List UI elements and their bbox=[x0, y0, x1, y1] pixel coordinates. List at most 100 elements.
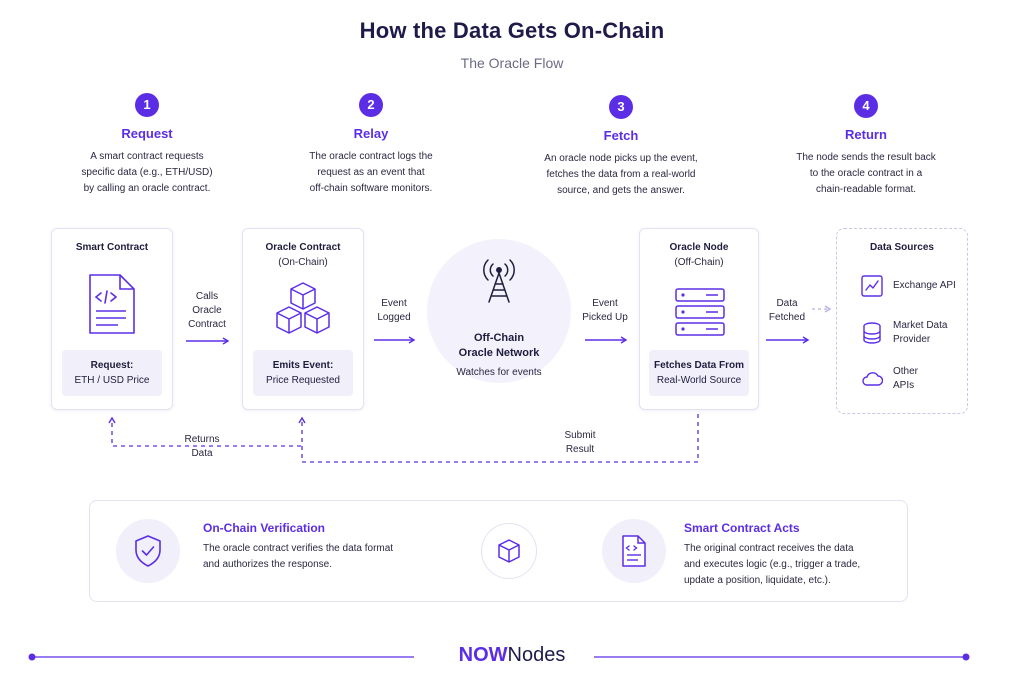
verification-line: and authorizes the response. bbox=[203, 559, 332, 570]
label-event-picked: Event Picked Up bbox=[574, 297, 636, 325]
footer-dot-left bbox=[28, 653, 36, 661]
verification-desc: The oracle contract verifies the data fo… bbox=[203, 541, 463, 573]
oracle-network-circle: Off-Chain Oracle Network Watches for eve… bbox=[427, 239, 571, 383]
antenna-tower-icon bbox=[483, 259, 515, 303]
label-line: Calls bbox=[195, 291, 219, 302]
step-number-2: 2 bbox=[359, 93, 383, 117]
source-label-line: Market Data bbox=[893, 320, 948, 331]
acts-line: The original contract receives the data bbox=[684, 543, 854, 554]
oracle-contract-title: Oracle Contract bbox=[265, 242, 341, 253]
shield-badge bbox=[116, 519, 180, 583]
label-submit-result: Submit Result bbox=[552, 429, 608, 457]
step-fetch: 3 Fetch An oracle node picks up the even… bbox=[516, 95, 726, 199]
acts-desc: The original contract receives the data … bbox=[684, 541, 894, 589]
step-title-relay: Relay bbox=[353, 126, 389, 141]
step-number-4: 4 bbox=[854, 94, 878, 118]
label-line: Logged bbox=[377, 312, 411, 323]
network-sub: Watches for events bbox=[456, 367, 542, 378]
step-number-3: 3 bbox=[609, 95, 633, 119]
pill-value: ETH / USD Price bbox=[74, 375, 150, 386]
acts-text: Smart Contract Acts The original contrac… bbox=[684, 521, 894, 589]
oracle-contract-card: Oracle Contract (On-Chain) Emits Event: … bbox=[242, 228, 364, 410]
step-desc-relay: The oracle contract logs the request as … bbox=[266, 149, 476, 197]
verification-line: The oracle contract verifies the data fo… bbox=[203, 543, 394, 554]
cubes-icon bbox=[276, 282, 330, 334]
pill-label: Request: bbox=[90, 360, 134, 371]
verification-panel: On-Chain Verification The oracle contrac… bbox=[89, 500, 908, 602]
brand-nodes: Nodes bbox=[507, 644, 566, 666]
step-desc-line: to the oracle contract in a bbox=[809, 168, 923, 179]
step-desc-line: chain-readable format. bbox=[815, 184, 917, 195]
verification-title: On-Chain Verification bbox=[203, 521, 326, 535]
label-line: Event bbox=[592, 298, 618, 309]
label-returns-data: Returns Data bbox=[172, 433, 232, 461]
footer-dot-right bbox=[962, 653, 970, 661]
acts-line: update a position, liquidate, etc.). bbox=[684, 575, 831, 586]
pill-value: Price Requested bbox=[266, 375, 340, 386]
step-request: 1 Request A smart contract requests spec… bbox=[42, 93, 252, 197]
step-return: 4 Return The node sends the result back … bbox=[761, 94, 971, 198]
label-data-fetched: Data Fetched bbox=[758, 297, 816, 325]
step-desc-line: The oracle contract logs the bbox=[309, 151, 433, 162]
step-number-1: 1 bbox=[135, 93, 159, 117]
acts-line: and executes logic (e.g., trigger a trad… bbox=[684, 559, 861, 570]
code-document-icon bbox=[89, 274, 135, 334]
oracle-node-card: Oracle Node (Off-Chain) Fetches Data Fro… bbox=[639, 228, 759, 410]
source-exchange-api: Exchange API bbox=[861, 275, 956, 297]
label-line: Picked Up bbox=[582, 312, 628, 323]
step-relay: 2 Relay The oracle contract logs the req… bbox=[266, 93, 476, 197]
source-label: Market Data Provider bbox=[893, 319, 947, 347]
label-calls: Calls Oracle Contract bbox=[182, 290, 232, 332]
label-line: Data bbox=[776, 298, 798, 309]
document-badge bbox=[602, 519, 666, 583]
brand-logo: NOWNodes bbox=[0, 644, 1024, 667]
source-label-line: Exchange API bbox=[893, 280, 956, 291]
smart-contract-title: Smart Contract bbox=[75, 242, 149, 253]
step-title-fetch: Fetch bbox=[603, 128, 639, 143]
oracle-contract-sub: (On-Chain) bbox=[278, 257, 328, 268]
source-label-line: APIs bbox=[893, 380, 915, 391]
source-label: Other APIs bbox=[893, 365, 918, 393]
step-desc-request: A smart contract requests specific data … bbox=[42, 149, 252, 197]
cube-badge bbox=[481, 523, 537, 579]
data-sources-title: Data Sources bbox=[870, 242, 934, 253]
pill-value: Real-World Source bbox=[656, 375, 742, 386]
line-submit-result bbox=[298, 414, 699, 463]
step-desc-line: by calling an oracle contract. bbox=[83, 183, 211, 194]
footer-rules bbox=[28, 653, 970, 661]
step-desc-line: source, and gets the answer. bbox=[557, 185, 685, 196]
step-desc-line: A smart contract requests bbox=[90, 151, 204, 162]
cloud-icon bbox=[862, 372, 883, 386]
emits-event-pill: Emits Event: Price Requested bbox=[253, 350, 353, 396]
code-document-icon bbox=[622, 535, 646, 567]
label-line: Submit bbox=[564, 430, 596, 441]
label-line: Fetched bbox=[768, 312, 806, 323]
step-desc-fetch: An oracle node picks up the event, fetch… bbox=[516, 151, 726, 199]
page-subtitle: The Oracle Flow bbox=[460, 55, 564, 71]
source-label-line: Other bbox=[893, 366, 919, 377]
request-pill: Request: ETH / USD Price bbox=[62, 350, 162, 396]
label-line: Oracle bbox=[192, 305, 222, 316]
step-desc-line: request as an event that bbox=[317, 167, 425, 178]
step-desc-line: off-chain software monitors. bbox=[309, 183, 433, 194]
source-other-apis: Other APIs bbox=[861, 365, 918, 393]
brand-now: NOW bbox=[458, 644, 508, 666]
server-stack-icon bbox=[675, 288, 725, 336]
network-title-line: Oracle Network bbox=[458, 347, 540, 359]
cube-icon bbox=[498, 539, 520, 563]
pill-label: Emits Event: bbox=[272, 360, 334, 371]
label-line: Result bbox=[565, 444, 595, 455]
step-desc-line: The node sends the result back bbox=[796, 152, 936, 163]
database-icon bbox=[863, 322, 881, 344]
step-title-request: Request bbox=[121, 126, 173, 141]
step-desc-line: specific data (e.g., ETH/USD) bbox=[81, 167, 213, 178]
source-label-line: Provider bbox=[893, 334, 931, 345]
step-desc-line: fetches the data from a real-world bbox=[546, 169, 696, 180]
network-title-line: Off-Chain bbox=[473, 332, 525, 344]
label-line: Data bbox=[191, 448, 213, 459]
data-sources-box: Data Sources Exchange API Market Data Pr… bbox=[836, 228, 968, 414]
smart-contract-card: Smart Contract Request: ETH / USD Price bbox=[51, 228, 173, 410]
chart-line-icon bbox=[861, 275, 883, 297]
fetches-data-pill: Fetches Data From Real-World Source bbox=[649, 350, 749, 396]
label-line: Contract bbox=[188, 319, 226, 330]
